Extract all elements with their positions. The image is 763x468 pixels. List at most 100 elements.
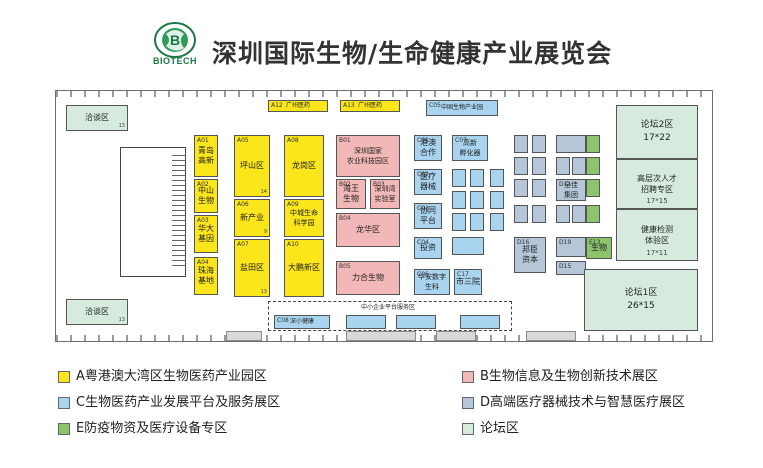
service-area-label: 中小企业平台服务区 — [361, 304, 416, 311]
legend-swatch-d — [462, 397, 474, 409]
booth-c02[interactable]: C02 医疗 器械 — [414, 169, 442, 195]
logo-text: BIOTECH — [153, 56, 197, 66]
legend-label-forum: 论坛区 — [480, 421, 520, 436]
booth-code: C07 — [455, 137, 467, 144]
booth-c-small[interactable] — [470, 169, 484, 187]
booth-c-small[interactable] — [452, 213, 466, 231]
booth-a10[interactable]: A10 大鹏新区 — [284, 239, 324, 297]
booth-d19[interactable]: D19 — [556, 237, 586, 257]
booth-d-small[interactable] — [556, 205, 570, 223]
booth-a05[interactable]: A05 坪山区 14 — [234, 135, 270, 197]
forum-name: 健康检测 体验区 — [641, 225, 673, 245]
booth-c-small[interactable] — [452, 191, 466, 209]
booth-e-small[interactable] — [586, 135, 600, 153]
booth-label: 中国生物产业园 — [440, 104, 483, 111]
booth-a07[interactable]: A07 盐田区 13 — [234, 239, 270, 297]
booth-label: 深圳湾 实验室 — [374, 185, 396, 203]
forum-size: 17*22 — [643, 133, 671, 143]
booth-b04[interactable]: B04 龙华区 — [336, 213, 400, 247]
forum-name: 论坛2区 — [640, 120, 674, 130]
legend-label-d: D高端医疗器械技术与智慧医疗展区 — [480, 395, 686, 410]
booth-code: A04 — [197, 259, 209, 266]
booth-c-service[interactable] — [460, 315, 500, 329]
booth-label: 市三院 — [456, 277, 480, 286]
booth-d15[interactable]: D15 — [556, 261, 586, 275]
booth-a02[interactable]: A02 中山 生物 — [194, 179, 218, 213]
forum-area-1[interactable]: 论坛1区 26*15 — [584, 269, 698, 331]
negotiation-area-bottom[interactable]: 洽谈区 13 — [66, 299, 128, 325]
booth-c07[interactable]: C07 高新 孵化器 — [452, 135, 488, 161]
booth-c-small[interactable] — [470, 191, 484, 209]
booth-c-small[interactable] — [470, 213, 484, 231]
booth-b02[interactable]: B02 海王 生物 — [336, 179, 366, 209]
booth-c-small[interactable] — [490, 213, 504, 231]
booth-a13[interactable]: A13 广州医药 — [340, 100, 400, 112]
booth-code: C03 — [417, 205, 429, 212]
booth-d-small[interactable] — [532, 135, 546, 153]
booth-c-service[interactable] — [396, 315, 436, 329]
booth-a03[interactable]: A03 华大 基因 — [194, 215, 218, 253]
booth-c06[interactable]: C06 华安数字 生科 — [414, 269, 450, 295]
booth-c-small[interactable] — [490, 169, 504, 187]
booth-d16[interactable]: D16 邦臣 资本 — [514, 237, 546, 273]
booth-e-small[interactable] — [586, 179, 600, 197]
booth-e-small[interactable] — [586, 157, 600, 175]
booth-d-small[interactable] — [532, 205, 546, 223]
legend-swatch-b — [462, 371, 474, 383]
booth-label: 全佳 集团 — [564, 181, 578, 199]
booth-d-small[interactable] — [514, 157, 528, 175]
booth-code: C05 — [429, 102, 441, 109]
legend-label-a: A粤港澳大湾区生物医药产业园区 — [76, 369, 267, 384]
booth-d-small[interactable] — [514, 179, 528, 197]
booth-c03[interactable]: C03 协同 平台 — [414, 203, 442, 229]
booth-c-small[interactable] — [452, 169, 466, 187]
booth-c01[interactable]: C01 港澳 合作 — [414, 135, 442, 161]
booth-d11[interactable]: D11 全佳 集团 — [556, 179, 586, 201]
booth-c17[interactable]: C17 市三院 — [454, 269, 482, 295]
health-check-area[interactable]: 健康检测 体验区 17*11 — [616, 209, 698, 261]
booth-label: 中城生命 科学园 — [290, 209, 318, 227]
biotech-logo-mark: B — [154, 22, 196, 58]
booth-c-small[interactable] — [452, 237, 484, 255]
booth-label: 高新 孵化器 — [459, 139, 481, 157]
booth-code: C08 — [277, 317, 289, 324]
negotiation-area-top[interactable]: 洽谈区 13 — [66, 105, 128, 131]
booth-d-small[interactable] — [532, 157, 546, 175]
talent-recruitment-area[interactable]: 高层次人才 招聘专区 17*15 — [616, 159, 698, 209]
booth-b03[interactable]: B03 深圳湾 实验室 — [370, 179, 400, 209]
booth-label: 广州医药 — [285, 102, 310, 109]
booth-c-service[interactable] — [346, 315, 386, 329]
booth-a12[interactable]: A12 广州医药 — [268, 100, 328, 112]
booth-a06[interactable]: A06 新产业 9 — [234, 199, 270, 237]
booth-code: A07 — [237, 241, 249, 248]
legend-swatch-forum — [462, 423, 474, 435]
exhibition-hall-map: 洽谈区 13 洽谈区 13 A12 广州医药 A13 广州医药 A01 青岛 高… — [55, 90, 713, 342]
booth-d-small[interactable] — [514, 135, 528, 153]
booth-a08[interactable]: A08 龙岗区 — [284, 135, 324, 197]
booth-d-small[interactable] — [532, 179, 546, 197]
booth-c04[interactable]: C04 投资 — [414, 237, 442, 259]
booth-b05[interactable]: B05 力合生物 — [336, 261, 400, 295]
booth-d-small[interactable] — [556, 135, 586, 153]
booth-code: D11 — [559, 181, 572, 188]
forum-area-2[interactable]: 论坛2区 17*22 — [616, 105, 698, 159]
booth-d-small[interactable] — [514, 205, 528, 223]
booth-e-small[interactable] — [586, 205, 600, 223]
booth-b01[interactable]: B01 深圳国家 农业科技园区 — [336, 135, 400, 177]
booth-code: C06 — [417, 271, 429, 278]
booth-a01[interactable]: A01 青岛 高新 — [194, 135, 218, 177]
booth-code: A12 — [271, 102, 283, 109]
booth-c05[interactable]: C05 中国生物产业园 — [426, 100, 498, 116]
booth-c-small[interactable] — [490, 191, 504, 209]
booth-label: 港澳 合作 — [420, 138, 436, 157]
booth-d-small[interactable] — [572, 205, 586, 223]
booth-label: 龙岗区 — [292, 161, 316, 170]
booth-label: 华安数字 生科 — [418, 273, 446, 291]
booth-a04[interactable]: A04 珠海 基地 — [194, 257, 218, 295]
booth-d-small[interactable] — [572, 157, 586, 175]
booth-d-small[interactable] — [556, 157, 570, 175]
booth-c08[interactable]: C08 深小健康 — [274, 315, 330, 329]
booth-e13[interactable]: E13 生物 — [586, 237, 612, 259]
booth-a09[interactable]: A09 中城生命 科学园 — [284, 199, 324, 237]
area-num: 13 — [118, 123, 125, 129]
